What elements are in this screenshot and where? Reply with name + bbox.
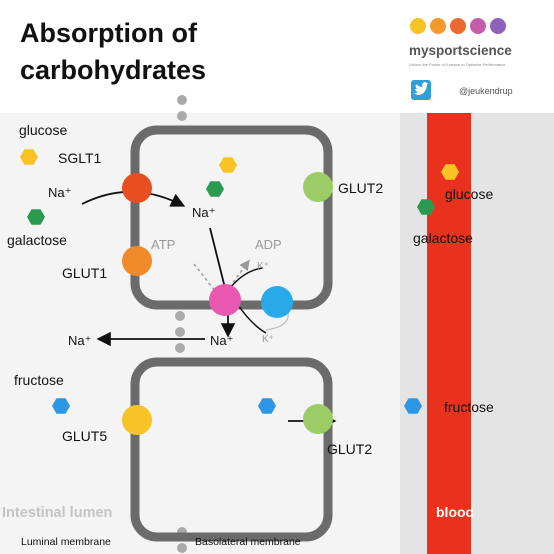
- label-luminal-membrane: Luminal membrane: [21, 536, 111, 548]
- label-glut1: GLUT1: [62, 265, 107, 281]
- brand-dot-icon: [490, 18, 506, 34]
- glucose-hexagon-icon: [219, 157, 237, 173]
- k-in-line: [229, 267, 264, 289]
- brand-dot-icon: [450, 18, 466, 34]
- fructose-hexagon-icon: [258, 398, 276, 414]
- label-k-out: K⁺: [262, 334, 274, 345]
- label-na-lumen-in: Na⁺: [48, 185, 71, 200]
- k-channel: [261, 286, 293, 318]
- na-k-atpase-pump: [209, 284, 241, 316]
- glucose-hexagon-icon: [441, 164, 459, 180]
- fructose-hexagon-icon: [404, 398, 422, 414]
- label-basolateral-membrane: Basolateral membrane: [195, 536, 301, 548]
- brand-name: mysportscience: [409, 43, 512, 58]
- twitter-handle[interactable]: @jeukendrup: [459, 86, 513, 96]
- label-galactose-blood: galactose: [413, 230, 473, 246]
- label-fructose-lumen: fructose: [14, 372, 64, 388]
- label-glut2-top: GLUT2: [338, 180, 383, 196]
- title-line-1: Absorption of: [20, 18, 198, 48]
- label-intestinal-lumen: Intestinal lumen: [2, 505, 112, 521]
- label-fructose-blood: fructose: [444, 399, 494, 415]
- na-to-pump-line: [209, 227, 227, 293]
- glut2-transporter-bottom: [303, 404, 333, 434]
- label-glucose-blood: glucose: [445, 186, 493, 202]
- brand-dot-icon: [410, 18, 426, 34]
- glut2-transporter-top: [303, 172, 333, 202]
- interstitial-region: [400, 113, 554, 554]
- blood-vessel: [427, 113, 471, 554]
- glut1-transporter: [122, 246, 152, 276]
- k-out-line: [237, 304, 267, 334]
- tight-junction-middle: [175, 311, 185, 353]
- galactose-hexagon-icon: [417, 199, 435, 215]
- label-na-cell: Na⁺: [192, 205, 215, 220]
- label-na-pump-out: Na⁺: [210, 333, 233, 348]
- label-k-in: K⁺: [257, 261, 269, 272]
- brand-tagline: Unlock the Power of Science to Optimize …: [409, 62, 506, 67]
- label-glut5: GLUT5: [62, 428, 107, 444]
- label-sglt1: SGLT1: [58, 150, 102, 166]
- label-glut2-bottom: GLUT2: [327, 441, 372, 457]
- galactose-hexagon-icon: [27, 209, 45, 225]
- sglt1-transporter: [122, 173, 152, 203]
- glucose-hexagon-icon: [20, 149, 38, 165]
- intestinal-lumen-region: [0, 113, 400, 554]
- brand-dot-icon: [430, 18, 446, 34]
- label-atp: ATP: [151, 237, 175, 252]
- label-adp: ADP: [255, 237, 282, 252]
- glut5-transporter: [122, 405, 152, 435]
- brand-logo: [410, 18, 506, 34]
- label-blood: blood: [436, 504, 474, 520]
- fructose-hexagon-icon: [52, 398, 70, 414]
- enterocyte-bottom: [130, 357, 333, 542]
- brand-dot-icon: [470, 18, 486, 34]
- label-glucose-lumen: glucose: [19, 122, 67, 138]
- galactose-hexagon-icon: [206, 181, 224, 197]
- label-galactose-lumen: galactose: [7, 232, 67, 248]
- title-line-2: carbohydrates: [20, 55, 206, 85]
- tight-junction-top: [177, 95, 187, 121]
- twitter-bird-icon: [413, 82, 429, 95]
- label-na-lumen-out: Na⁺: [68, 333, 91, 348]
